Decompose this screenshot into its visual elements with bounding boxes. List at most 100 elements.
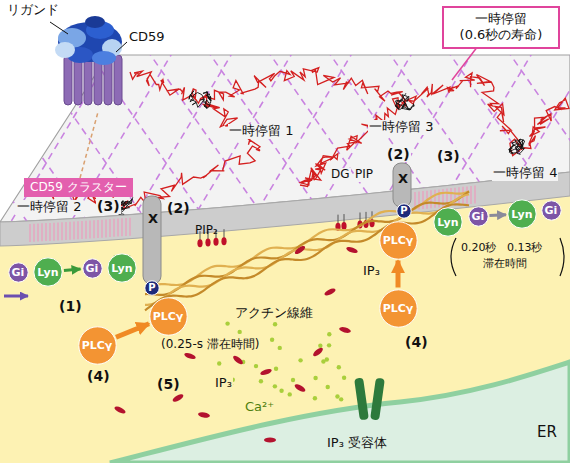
- calcium-ion: [238, 330, 242, 334]
- node-outline: [541, 200, 560, 219]
- calcium-ion: [278, 346, 282, 350]
- lipid: [97, 220, 99, 238]
- lipid: [89, 220, 91, 238]
- lipid: [49, 223, 51, 241]
- callout-number: (2): [386, 146, 411, 162]
- trajectory: [520, 98, 569, 150]
- calcium-ion: [270, 337, 274, 341]
- callout-number: (4): [404, 334, 429, 350]
- plc-gamma: PLCγ: [78, 326, 117, 365]
- callout-number: (1): [58, 298, 83, 314]
- lipid: [61, 222, 63, 240]
- ip3-molecule: [232, 354, 244, 366]
- lyn-kinase: Lyn: [433, 207, 463, 237]
- gi-protein: Gi: [468, 206, 489, 227]
- calcium-ion: [291, 378, 295, 382]
- lipid: [85, 221, 87, 239]
- label-text: 一時停留 3: [368, 120, 434, 135]
- mesh-line: [0, 40, 100, 240]
- mesh-line: [480, 40, 570, 240]
- label-text: PIP₂: [194, 224, 219, 238]
- calcium-ion: [274, 367, 278, 371]
- cd59-cluster: [55, 16, 122, 105]
- calcium-ion: [225, 321, 229, 325]
- label-text: 0.20秒: [460, 242, 498, 255]
- gpi-anchor: [64, 55, 72, 105]
- lipid: [33, 224, 35, 242]
- flow-arrow: [116, 324, 149, 337]
- leader-line: [50, 22, 68, 34]
- trajectory: [200, 71, 304, 100]
- pause-tangle: [395, 93, 414, 110]
- lipid: [57, 222, 59, 240]
- ip3-molecule: [324, 287, 337, 297]
- node-outline: [149, 297, 186, 334]
- trajectory: [402, 73, 480, 106]
- lyn-kinase: Lyn: [507, 199, 537, 229]
- lipid: [470, 186, 472, 204]
- trajectory: [200, 95, 260, 151]
- node-outline: [82, 258, 101, 277]
- lyn-kinase: Lyn: [33, 257, 63, 287]
- lipid: [73, 221, 75, 239]
- callout-number: (5): [156, 376, 181, 392]
- node-text: P: [148, 283, 155, 293]
- lipid: [77, 221, 79, 239]
- lipid: [434, 190, 436, 208]
- lipid: [422, 191, 424, 209]
- ip3-molecule: [264, 438, 276, 443]
- label-text: 0.13秒: [506, 242, 544, 255]
- lipid: [109, 219, 111, 237]
- node-outline: [434, 208, 462, 236]
- callout-number: (3): [436, 148, 461, 164]
- lipid: [454, 188, 456, 206]
- lipid-bilayer: [0, 172, 570, 246]
- calcium-ion: [321, 359, 325, 363]
- label-text: ER: [536, 424, 558, 441]
- flow-arrow: [396, 261, 401, 288]
- calcium-ion: [288, 392, 292, 396]
- ip3-molecule: [294, 245, 307, 256]
- lipid: [474, 186, 476, 204]
- lipid: [121, 218, 123, 236]
- lipid: [117, 219, 119, 237]
- lipid: [45, 223, 47, 241]
- lipid: [113, 219, 115, 237]
- label-text: IP₃: [214, 376, 233, 391]
- calcium-ion: [313, 396, 317, 400]
- trajectory: [477, 75, 521, 156]
- lipid: [29, 224, 31, 242]
- node-outline: [468, 206, 487, 225]
- node-outline: [145, 281, 159, 295]
- calcium-ion: [318, 343, 322, 347]
- actin-strand: [145, 204, 469, 310]
- node-text: Lyn: [111, 263, 132, 274]
- lipid: [65, 222, 67, 240]
- protein-x: [393, 163, 411, 207]
- node-outline: [78, 326, 115, 363]
- lipid: [37, 224, 39, 242]
- ip3-molecule: [294, 383, 307, 393]
- mesh-line: [0, 40, 120, 240]
- node-text: Gi: [545, 205, 558, 216]
- node-text: CD59 クラスター: [30, 180, 127, 195]
- label-text: Ca²⁺: [244, 400, 275, 415]
- lipid: [105, 219, 107, 237]
- node-outline: [379, 289, 416, 326]
- bracket: [560, 238, 564, 276]
- ligand-blob: [55, 42, 75, 58]
- node-text: Gi: [472, 211, 485, 222]
- callout-number: (2): [166, 200, 191, 216]
- label-text: リガンド: [6, 3, 60, 18]
- lyn-kinase: Lyn: [107, 253, 137, 283]
- label-text: 一時停留 1: [228, 124, 294, 139]
- plc-gamma: PLCγ: [379, 221, 418, 260]
- lipid: [458, 187, 460, 205]
- ligand-blob: [92, 51, 116, 65]
- ip3-receptor: [354, 378, 369, 421]
- node-text: Lyn: [511, 209, 532, 220]
- trajectory: [300, 156, 333, 187]
- lipid-head: [197, 239, 202, 247]
- trajectory: [123, 146, 260, 209]
- calcium-ion: [298, 358, 302, 362]
